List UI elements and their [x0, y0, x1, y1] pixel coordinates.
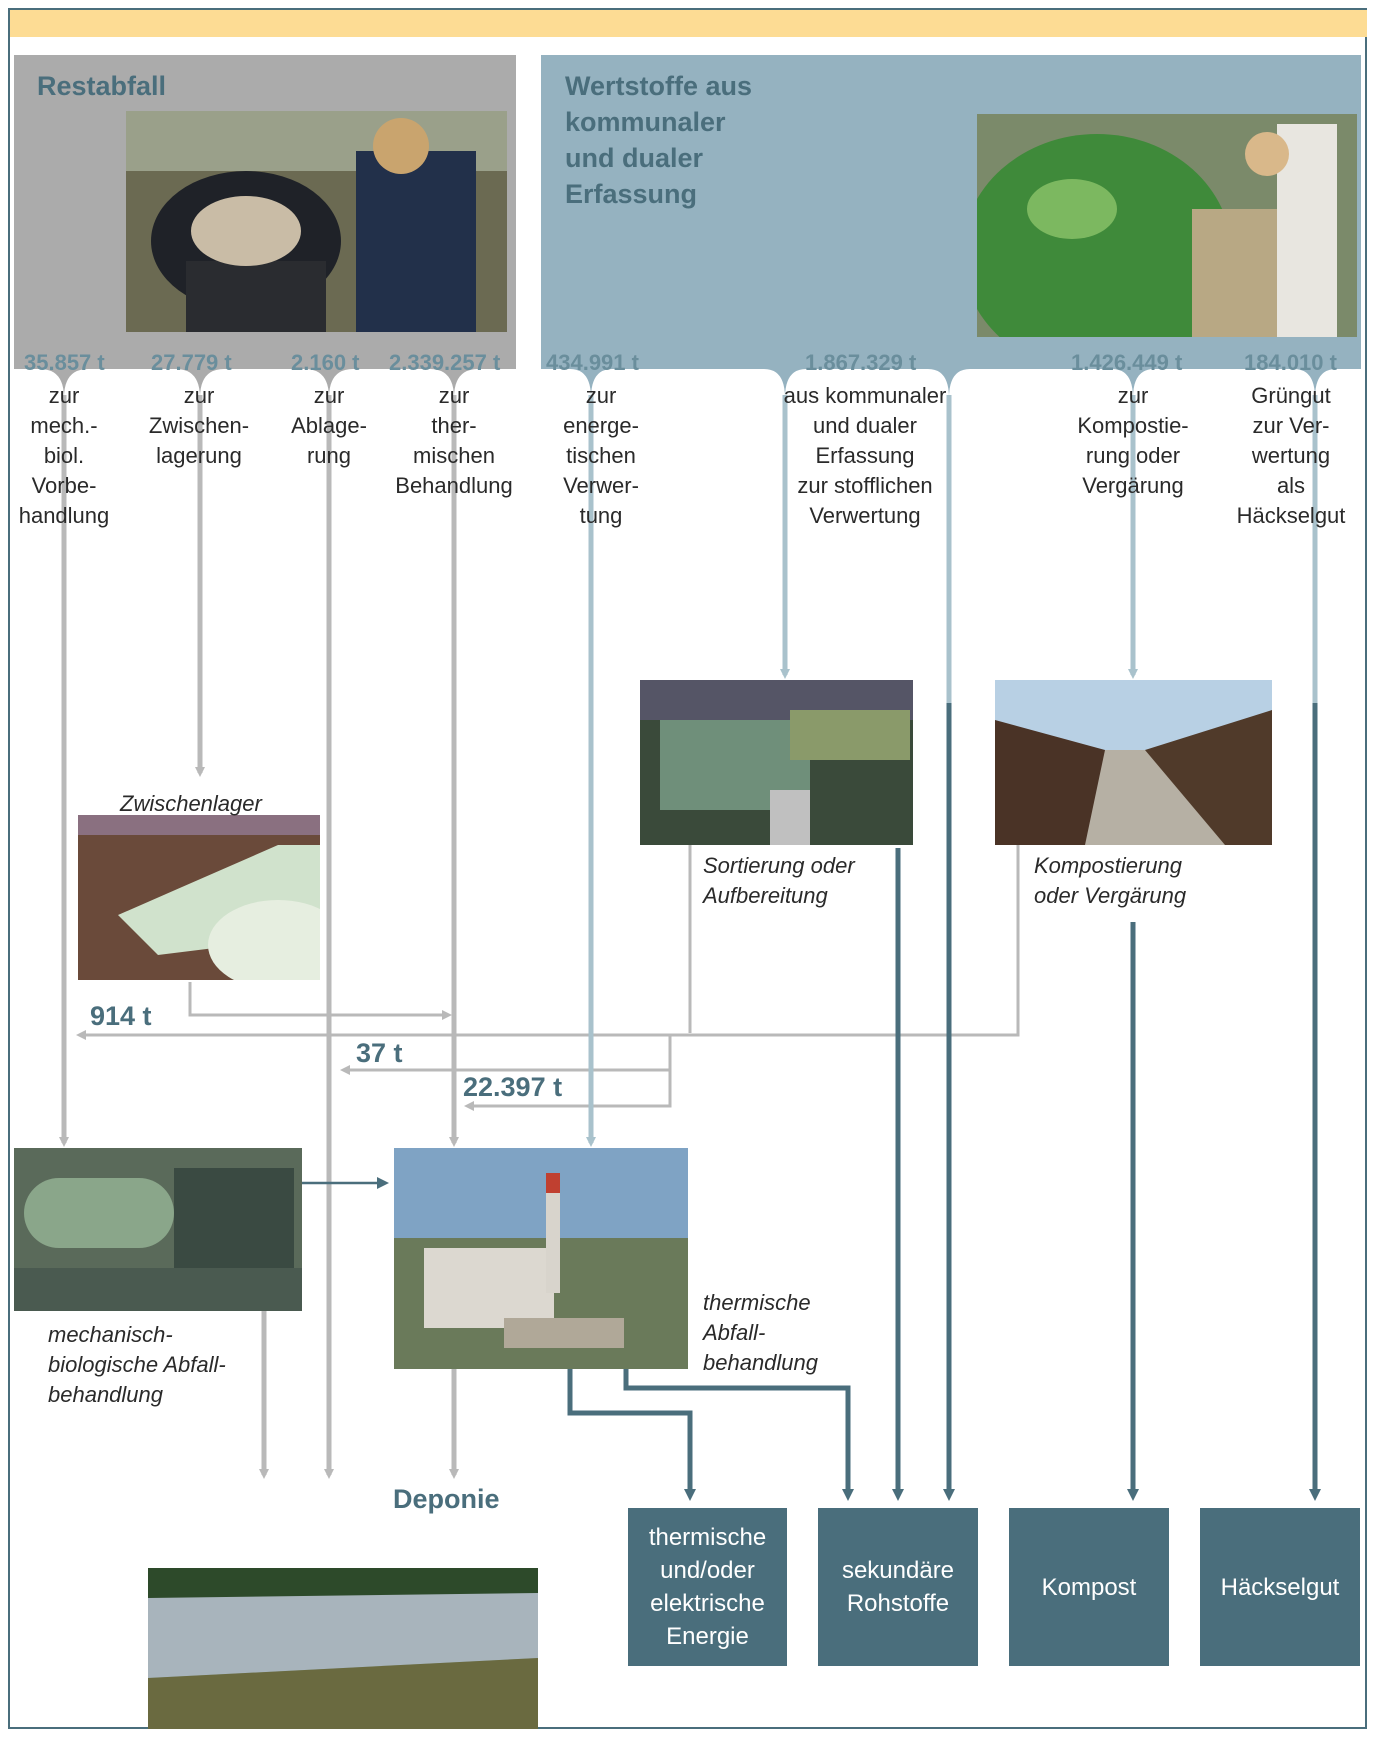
funnel-rest-4: [430, 369, 478, 398]
funnel-rest-1: [40, 369, 88, 398]
deponie-photo: [148, 1568, 538, 1729]
kompostanlage-photo: [995, 680, 1272, 845]
funnel-wert-2: [764, 369, 806, 398]
funnel-wert-1: [570, 369, 612, 398]
wertstoffe-title: Wertstoffe aus kommunaler und dualer Erf…: [565, 71, 753, 209]
caption-sortierung: Sortierung oder Aufbereitung: [703, 853, 855, 908]
output-kompost: Kompost: [1009, 1508, 1169, 1666]
funnel-rest-3: [305, 369, 353, 398]
label-zwischenlagerung: zur Zwischen- lagerung: [148, 383, 250, 468]
sortieranlage-photo: [640, 680, 913, 845]
flow-value-22397: 22.397 t: [463, 1072, 563, 1102]
output-haeckselgut: Häckselgut: [1200, 1508, 1360, 1666]
funnel-rest-2: [176, 369, 224, 398]
caption-zwischenlager: Zwischenlager: [120, 791, 262, 816]
label-energetisch: zur energe- tischen Verwer- tung: [563, 383, 639, 528]
funnel-wert-3: [928, 369, 970, 398]
caption-mba: mechanisch- biologische Abfall- behandlu…: [48, 1322, 226, 1407]
label-stofflich: aus kommunaler und dualer Erfassung zur …: [783, 383, 947, 528]
amount-gruengut: 184.010 t: [1244, 350, 1337, 375]
label-ablagerung: zur Ablage- rung: [291, 383, 367, 468]
glascontainer-photo: [977, 114, 1357, 337]
deponie-title: Deponie: [393, 1484, 500, 1514]
caption-kompostierung: Kompostierung oder Vergärung: [1034, 853, 1187, 908]
flow-value-914: 914 t: [90, 1001, 152, 1031]
mba-anlage-photo: [14, 1148, 302, 1311]
amount-kompostierung: 1.426.449 t: [1071, 350, 1183, 375]
restmuelltonne-photo: [126, 111, 507, 332]
label-kompostierung: zur Kompostie- rung oder Vergärung: [1077, 383, 1189, 498]
label-mba: zur mech.- biol. Vorbe- handlung: [18, 383, 110, 528]
caption-thermisch: thermische Abfall- behandlung: [703, 1290, 819, 1375]
amount-zwischenlagerung: 27.779 t: [151, 350, 232, 375]
amount-thermisch: 2.339.257 t: [389, 350, 501, 375]
output-energie: thermische und/oder elektrische Energie: [628, 1508, 787, 1666]
funnel-wert-4: [1112, 369, 1154, 398]
header-bar: [10, 10, 1367, 37]
funnel-wert-5: [1294, 369, 1336, 398]
restabfall-title: Restabfall: [37, 71, 167, 101]
zwischenlager-photo: [78, 815, 320, 980]
amount-ablagerung: 2.160 t: [291, 350, 360, 375]
mva-photo: [394, 1148, 688, 1369]
output-sekundaere-rohstoffe: sekundäre Rohstoffe: [818, 1508, 978, 1666]
label-thermisch: zur ther- mischen Behandlung: [395, 383, 513, 498]
flow-value-37: 37 t: [356, 1038, 403, 1068]
label-gruengut: Grüngut zur Ver- wertung als Häckselgut: [1236, 383, 1346, 528]
amount-energetisch: 434.991 t: [546, 350, 639, 375]
amount-stofflich: 1.867.329 t: [805, 350, 917, 375]
amount-mba: 35.857 t: [24, 350, 105, 375]
diagram-frame: [8, 8, 1367, 1729]
